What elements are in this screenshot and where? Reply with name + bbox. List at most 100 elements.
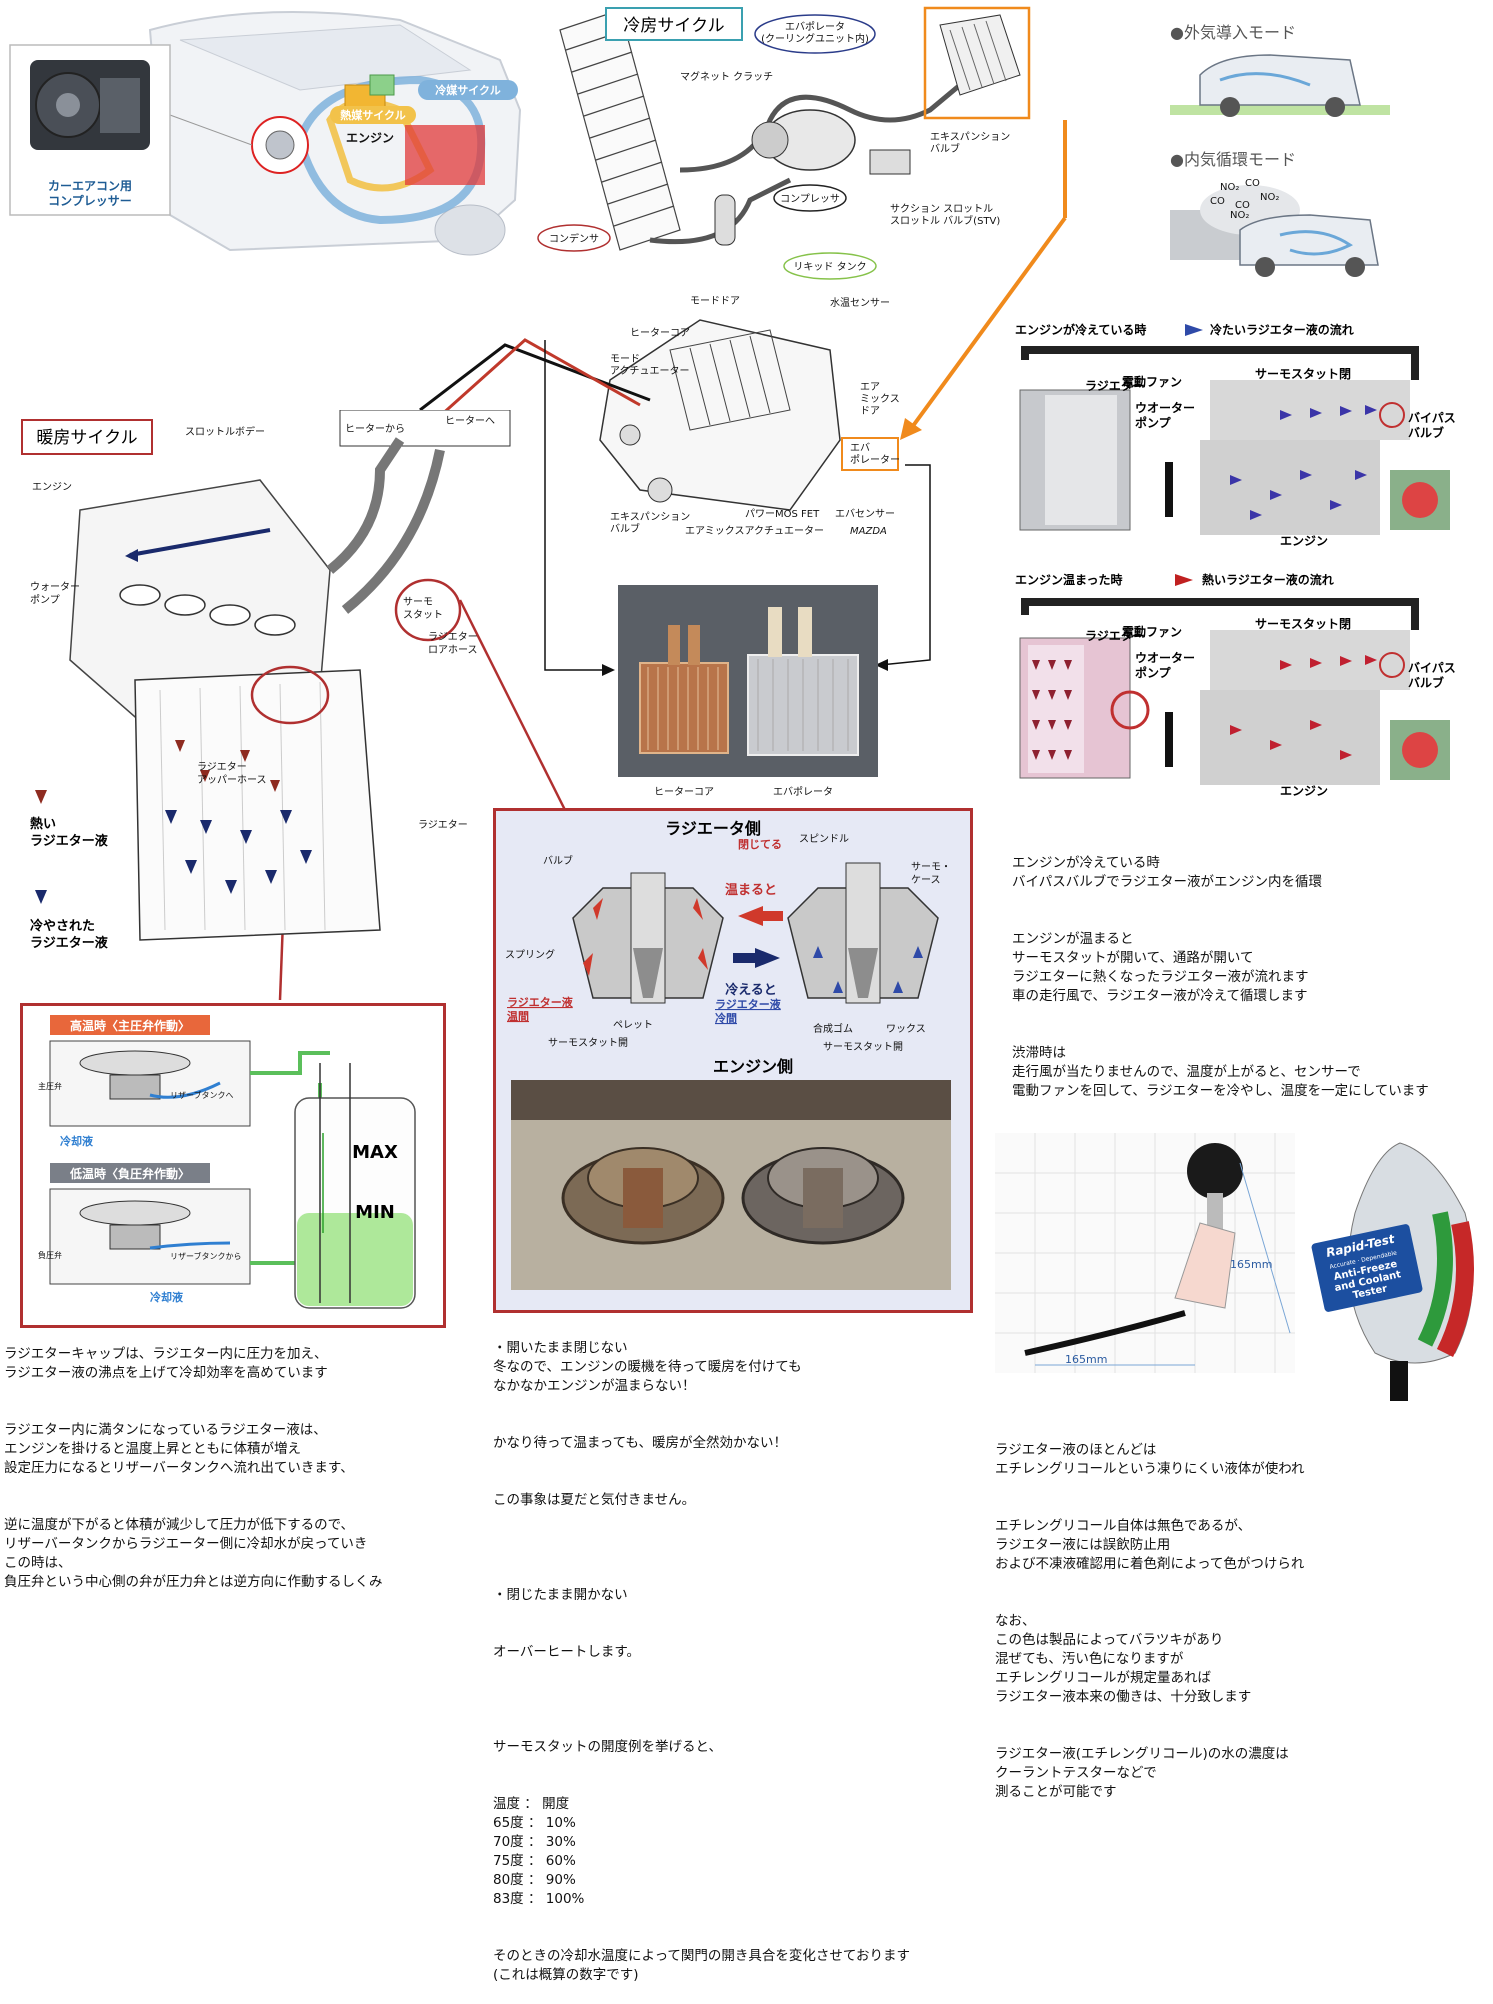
coolant-cold-label: ラジエター液冷間: [715, 997, 782, 1025]
warm-label: 温まると: [725, 883, 777, 898]
car-fresh-air: [1199, 54, 1361, 106]
dimension-label-1: 165mm: [1230, 1258, 1272, 1271]
flow-text-cold: エンジンが冷えている時 バイパスバルブでラジエター液がエンジン内を循環: [1012, 855, 1322, 890]
legend-hot: 熱いラジエター液: [30, 816, 108, 849]
evaporator-box: [841, 437, 899, 471]
coolant-explanation: ラジエター液のほとんどは エチレングリコールという凍りにくい液体が使われ エチレ…: [995, 1422, 1475, 1821]
heating-water-pump-label: ウォーターポンプ: [30, 581, 80, 606]
thermo-opening-table: 温度 ： 開度 65度 ： 10% 70度 ： 30% 75度 ： 60% 80…: [493, 1796, 585, 1907]
air-mix-door-label: エアミックスドア: [860, 382, 900, 417]
thermostat-diagram: ラジエータ側 閉じてる スピンドル バルブ サーモ・ケース 温まると 冷えると …: [493, 808, 973, 1313]
heater-core-photo: [639, 662, 729, 754]
thermo-text-5: ・閉じたまま開かない: [493, 1587, 628, 1603]
evaporator-label: エバポレータ(クーリングユニット内): [761, 21, 869, 45]
heating-radiator-label: ラジエター: [418, 819, 468, 831]
open-label-1: サーモスタット開: [548, 1037, 628, 1049]
lower-hose-label: ラジエターロアホース: [428, 631, 478, 656]
radiator-cap-diagram: 高温時〈主圧弁作動〉 主圧弁 リザーブタンクへ 冷却液 低温時〈負圧弁作動〉 負…: [20, 1003, 446, 1328]
coolant-label-1: 冷却液: [60, 1134, 94, 1148]
evaporator-box-label: エバポレーター: [850, 442, 900, 466]
tester-bulb: [1187, 1143, 1243, 1199]
cold-bypass-label: バイパスバルブ: [1408, 411, 1456, 440]
coolant-text-1: ラジエター液のほとんどは エチレングリコールという凍りにくい液体が使われ: [995, 1442, 1305, 1477]
mode-door-label: モードドア: [690, 296, 740, 307]
gas-label-6: NO₂: [1230, 210, 1249, 221]
legend-cool: 冷やされたラジエター液: [30, 918, 108, 951]
min-label: MIN: [355, 1202, 395, 1223]
cap-text-3: 逆に温度が下がると体積が減少して圧力が低下するので、 リザーバータンクからラジエ…: [4, 1517, 383, 1590]
warm-engine-label: エンジン: [1280, 784, 1328, 798]
hvac-expansion-valve-label: エキスパンションバルブ: [610, 511, 690, 535]
air-mix-actuator-label: エアミックスアクチュエーター: [685, 525, 824, 537]
warm-arrow-icon: [738, 906, 763, 926]
heating-thermostat-label: サーモスタット: [403, 596, 443, 621]
coolant-text-4: ラジエター液(エチレングリコール)の水の濃度は クーラントテスターなどで 測るこ…: [995, 1746, 1289, 1800]
upper-hose-label: ラジエターアッパーホース: [197, 761, 267, 786]
compressor-car-diagram: カーエアコン用コンプレッサー 冷媒サイクル 熱媒サイクル エンジン: [0, 0, 530, 260]
hot-arrow-icon: [35, 790, 47, 804]
cold-fan-label: 電動ファン: [1122, 374, 1182, 389]
coolant-warm-label: ラジエター液温間: [507, 995, 574, 1023]
evap-sensor-label: エバセンサー: [835, 508, 895, 520]
spring-label: スプリング: [505, 948, 555, 961]
cap-text-2: ラジエター内に満タンになっているラジエター液は、 エンジンを掛けると温度上昇とと…: [4, 1422, 354, 1476]
thermostat-explanation: ・開いたまま閉じない 冬なので、エンジンの暖機を待って暖房を付けても なかなかエ…: [493, 1320, 993, 2004]
heat-cycle-label: 熱媒サイクル: [340, 108, 405, 122]
thermostat-highlight: [394, 578, 462, 642]
compressor-label: カーエアコン用コンプレッサー: [48, 179, 132, 208]
gas-label-4: NO₂: [1260, 192, 1279, 203]
compressor-label-2: コンプレッサ: [780, 193, 840, 205]
warm-thermostat-label: サーモスタット閉: [1255, 617, 1351, 631]
case-label: サーモ・ケース: [911, 861, 951, 886]
engine-label: エンジン: [346, 131, 394, 145]
cold-radiator-label: ラジエター: [1085, 379, 1145, 393]
cold-engine-label: エンジン: [1280, 534, 1328, 548]
thermo-text-6: オーバーヒートします。: [493, 1644, 641, 1660]
pellet-label: ペレット: [613, 1020, 653, 1031]
cooling-cycle-diagram: 冷房サイクル エバポレータ(クーリングユニット内) マグネット クラッチ エキス…: [530, 0, 1090, 290]
neg-valve-label: 負圧弁: [38, 1250, 62, 1260]
flow-explanation: エンジンが冷えている時 バイパスバルブでラジエター液がエンジン内を循環 エンジン…: [1012, 835, 1482, 1120]
recirculation-mode-title: ●内気循環モード: [1170, 150, 1296, 169]
mazda-label: MAZDA: [850, 526, 887, 537]
radiator-flow-arrows: [165, 740, 312, 894]
engine-side-title: エンジン側: [713, 1057, 793, 1076]
dimension-label-2: 165mm: [1065, 1353, 1107, 1366]
thermo-text-1: ・開いたまま閉じない 冬なので、エンジンの暖機を待って暖房を付けても なかなかエ…: [493, 1340, 802, 1394]
reservoir-from-label: リザーブタンクから: [170, 1251, 242, 1261]
coolant-flow-diagram: エンジンが冷えている時 冷たいラジエター液の流れ ラジエター 電動ファン サーモ…: [1015, 322, 1456, 798]
rubber-label: 合成ゴム: [813, 1022, 853, 1035]
flow-text-traffic: 渋滞時は 走行風が当たりませんので、温度が上がると、センサーで 電動ファンを回し…: [1012, 1045, 1429, 1099]
thermo-text-10: そのときの冷却水温度によって関門の開き具合を変化させております (これは概算の数…: [493, 1948, 911, 1983]
cool-arrow-icon: [35, 890, 47, 904]
cool-arrow-icon-2: [755, 948, 780, 968]
warm-title: エンジン温まった時: [1015, 572, 1123, 587]
cap-text-1: ラジエターキャップは、ラジエター内に圧力を加え、 ラジエター液の沸点を上げて冷却…: [4, 1346, 328, 1381]
fresh-air-mode-title: ●外気導入モード: [1170, 23, 1296, 42]
water-temp-sensor-label: 水温センサー: [830, 297, 890, 309]
gas-label-1: NO₂: [1220, 182, 1239, 193]
hvac-unit-diagram: モードドア 水温センサー ヒーターコア モードアクチュエーター エアミックスドア…: [599, 296, 900, 537]
thermo-text-8: サーモスタットの開度例を挙げると、: [493, 1739, 722, 1755]
throttle-body-label: スロットルボデー: [185, 425, 265, 438]
heating-engine-label: エンジン: [32, 482, 72, 493]
gas-label-2: CO: [1245, 178, 1260, 189]
expansion-valve-label: エキスパンションバルブ: [930, 131, 1010, 155]
cold-title: エンジンが冷えている時: [1015, 322, 1146, 337]
heating-title: 暖房サイクル: [36, 428, 137, 448]
valve-label: バルブ: [543, 854, 573, 867]
heating-cycle-diagram: 暖房サイクル スロットルボデー ヒーターから ヒーターへ エンジン ウォーターポ…: [21, 410, 511, 951]
low-temp-label: 低温時〈負圧弁作動〉: [69, 1166, 190, 1181]
magnet-clutch-label: マグネット クラッチ: [680, 70, 773, 83]
coolant-tester-image: 165mm 165mm Rapid-Test Accurate · Depend…: [995, 1133, 1474, 1401]
warm-flow-arrows: [1230, 655, 1377, 760]
car-recirculation: [1239, 214, 1379, 266]
gas-label-3: CO: [1210, 196, 1225, 207]
warm-bypass-label: バイパスバルブ: [1408, 661, 1456, 690]
cooling-title: 冷房サイクル: [623, 16, 724, 36]
cold-engine-block: [1200, 440, 1380, 535]
cold-flow-label: 冷たいラジエター液の流れ: [1210, 322, 1354, 337]
spindle-label: スピンドル: [799, 833, 849, 845]
wax-label: ワックス: [886, 1023, 926, 1035]
refrigerant-cycle-label: 冷媒サイクル: [435, 83, 500, 97]
